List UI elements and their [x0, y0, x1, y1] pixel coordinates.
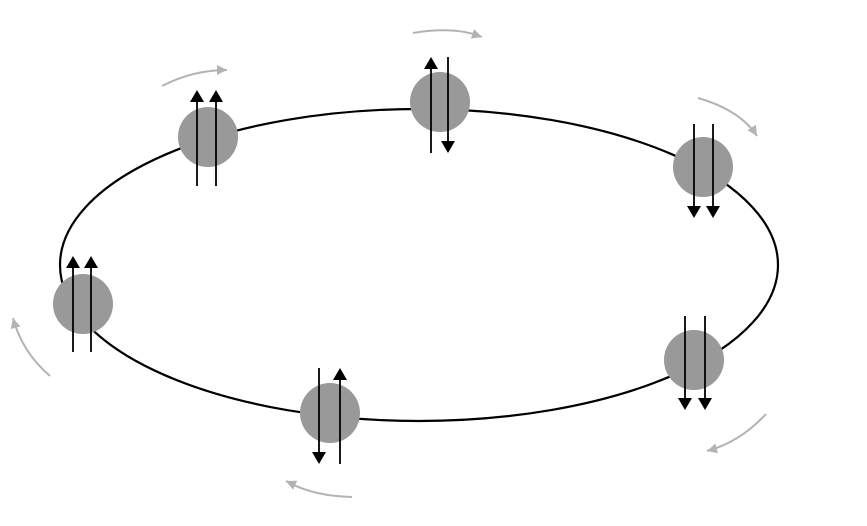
- motion-arrow-icon: [161, 65, 228, 87]
- particle-top: [410, 57, 470, 153]
- spin-up-arrow-icon: [333, 368, 347, 464]
- motion-arrow-icon: [285, 480, 353, 498]
- spin-up-arrow-icon: [66, 256, 80, 352]
- spin-down-arrow-icon: [441, 57, 455, 153]
- spin-down-arrow-icon: [678, 316, 692, 410]
- particle-circle: [300, 383, 360, 443]
- particle-bottom: [300, 368, 360, 464]
- particle-upper-left: [178, 90, 238, 186]
- spin-up-arrow-icon: [84, 256, 98, 352]
- particle-circle: [410, 72, 470, 132]
- particles: [53, 57, 733, 464]
- spin-down-arrow-icon: [687, 124, 701, 218]
- particle-upper-right: [673, 124, 733, 218]
- spin-down-arrow-icon: [312, 368, 326, 464]
- particle-circle: [673, 137, 733, 197]
- spin-up-arrow-icon: [424, 57, 438, 153]
- motion-arrow-icon: [706, 413, 767, 454]
- particle-circle: [664, 330, 724, 390]
- particle-lower-right: [664, 316, 724, 410]
- spin-up-arrow-icon: [190, 90, 204, 186]
- spin-down-arrow-icon: [706, 124, 720, 218]
- particle-circle: [178, 107, 238, 167]
- particle-circle: [53, 274, 113, 334]
- spin-down-arrow-icon: [698, 316, 712, 410]
- motion-arrow-icon: [10, 317, 51, 377]
- spin-up-arrow-icon: [209, 90, 223, 186]
- motion-arrow-icon: [412, 29, 483, 39]
- particle-left: [53, 256, 113, 352]
- motion-arrows: [10, 29, 767, 498]
- motion-arrow-icon: [697, 97, 758, 137]
